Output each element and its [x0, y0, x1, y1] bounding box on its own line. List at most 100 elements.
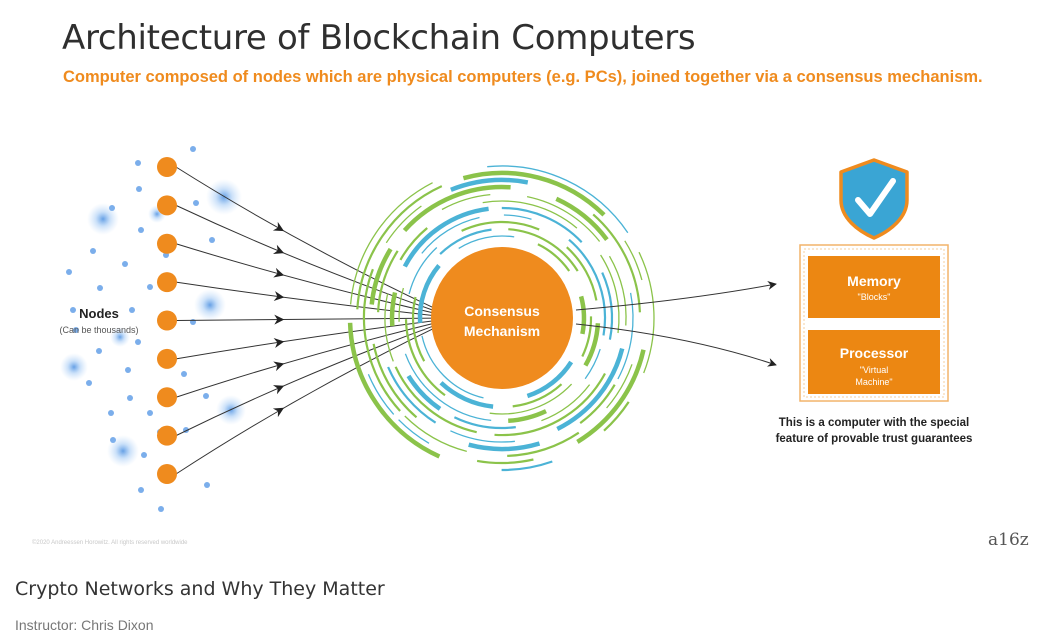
- node-arrow-line: [175, 166, 437, 310]
- background-dot: [141, 452, 147, 458]
- background-dot: [138, 227, 144, 233]
- node-arrowhead: [273, 291, 285, 301]
- ring-arc: [398, 287, 405, 322]
- ring-arc: [476, 458, 534, 465]
- ring-arc: [408, 247, 438, 295]
- background-dot: [136, 186, 142, 192]
- ring-arc: [482, 200, 578, 229]
- ring-arc: [608, 255, 627, 326]
- ring-arc: [556, 348, 625, 432]
- ring-arc: [603, 401, 630, 432]
- ring-arc: [404, 319, 446, 397]
- ring-arc: [404, 353, 492, 422]
- node-arrowhead: [273, 338, 285, 348]
- ring-arc: [402, 206, 489, 268]
- ring-arc: [508, 228, 579, 272]
- node-arrow-line: [175, 326, 437, 475]
- brand-logo: a16z: [988, 530, 1029, 550]
- ring-arc: [394, 366, 477, 434]
- processor-box: [808, 330, 940, 394]
- node-arrow-line: [175, 281, 437, 317]
- node-circle: [157, 157, 177, 177]
- ring-arc: [421, 216, 480, 254]
- background-dot: [203, 393, 209, 399]
- background-dot: [147, 410, 153, 416]
- node-circles: [157, 157, 177, 484]
- ring-arc: [584, 348, 601, 380]
- background-dots: [60, 146, 246, 512]
- background-dot: [96, 348, 102, 354]
- node-arrowhead: [273, 267, 285, 278]
- consensus-circle: [431, 247, 573, 389]
- node-arrowhead: [274, 314, 285, 325]
- background-dot: [66, 269, 72, 275]
- memory-title: Memory: [847, 273, 901, 289]
- copyright-notice: ©2020 Andreessen Horowitz. All rights re…: [32, 540, 188, 546]
- ring-arc: [389, 291, 398, 327]
- background-dot: [181, 371, 187, 377]
- background-glow: [110, 327, 130, 347]
- background-dot: [147, 284, 153, 290]
- ring-arc: [458, 235, 515, 249]
- slide: Nodes (Can be thousands) Consensus Mecha…: [32, 18, 1029, 550]
- ring-arc: [501, 206, 583, 243]
- ring-arc: [507, 431, 580, 457]
- ring-arc: [526, 360, 574, 399]
- nodes-sublabel: (Can be thousands): [59, 325, 138, 335]
- background-dot: [97, 285, 103, 291]
- ring-arc: [501, 460, 553, 472]
- background-dot: [129, 307, 135, 313]
- node-circle: [157, 348, 177, 369]
- ring-arc: [411, 296, 426, 362]
- ring-arc: [566, 246, 598, 301]
- node-arrowhead: [272, 385, 285, 395]
- node-circle: [157, 464, 177, 484]
- output-arrows: [575, 281, 777, 367]
- node-arrowhead: [272, 407, 285, 418]
- ring-arc: [512, 383, 563, 408]
- ring-arc: [439, 381, 494, 409]
- processor-subtitle-line1: "Virtual: [860, 365, 889, 375]
- ring-arc: [349, 182, 433, 305]
- ring-arc: [568, 238, 607, 336]
- ring-arc: [362, 268, 401, 412]
- background-dot: [90, 248, 96, 254]
- ring-arc: [372, 343, 418, 419]
- ring-arc: [601, 272, 614, 340]
- node-arrow-line: [175, 322, 437, 398]
- computer-caption-line2: feature of provable trust guarantees: [776, 433, 973, 445]
- ring-arc: [399, 227, 428, 261]
- ring-arc: [617, 292, 634, 380]
- ring-arc: [367, 374, 395, 415]
- ring-arc: [578, 295, 587, 335]
- architecture-diagram: Nodes (Can be thousands) Consensus Mecha…: [59, 146, 973, 512]
- ring-arc: [417, 264, 441, 324]
- ring-arc: [555, 196, 609, 241]
- background-dot: [135, 339, 141, 345]
- ring-arc: [579, 384, 616, 424]
- ring-arc: [398, 419, 430, 444]
- ring-arc: [526, 195, 601, 242]
- ring-arc: [462, 170, 606, 217]
- ring-arc: [576, 349, 646, 444]
- ring-arc: [453, 416, 516, 430]
- ring-arc: [385, 205, 422, 244]
- ring-arc: [489, 383, 573, 415]
- ring-arc: [468, 441, 541, 452]
- node-circle: [157, 272, 177, 293]
- node-arrow-line: [175, 324, 437, 437]
- course-title[interactable]: Crypto Networks and Why They Matter: [15, 578, 385, 600]
- ring-arc: [508, 409, 547, 424]
- ring-arc: [592, 213, 641, 313]
- ring-arc: [638, 251, 655, 374]
- node-arrowhead: [272, 244, 285, 254]
- node-arrow-line: [175, 243, 437, 315]
- course-instructor: Instructor: Chris Dixon: [15, 617, 154, 633]
- ring-arc: [487, 165, 629, 234]
- background-dot: [138, 487, 144, 493]
- ring-arc: [450, 177, 529, 192]
- consensus-label-line1: Consensus: [464, 303, 540, 319]
- ring-arc: [404, 415, 467, 453]
- ring-arc: [624, 240, 643, 281]
- node-arrowhead: [273, 361, 285, 372]
